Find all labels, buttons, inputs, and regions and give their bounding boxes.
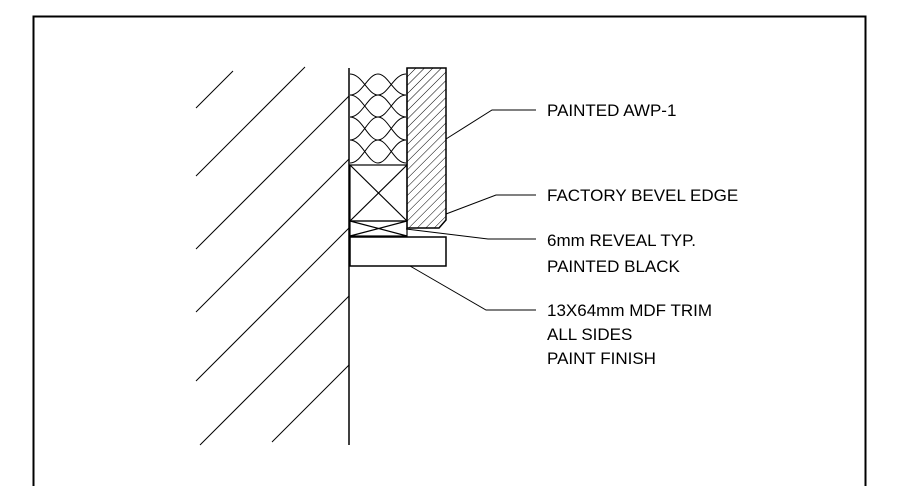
callout-painted-awp: PAINTED AWP-1 [547, 101, 676, 120]
callout-reveal-line-2: PAINTED BLACK [547, 257, 681, 276]
wall-section-hatch [195, 66, 350, 446]
leader-reveal [405, 228, 536, 240]
callout-bevel-edge: FACTORY BEVEL EDGE [547, 186, 738, 205]
callout-trim-line-2: ALL SIDES [547, 325, 632, 344]
callout-trim-line-3: PAINT FINISH [547, 349, 656, 368]
callout-trim-line-1: 13X64mm MDF TRIM [547, 301, 712, 320]
painted-panel [406, 67, 447, 229]
leader-painted-awp [445, 109, 536, 140]
timber-blocking [349, 164, 408, 237]
sheet-border [32, 15, 867, 486]
mdf-trim [349, 236, 447, 267]
leader-bevel-edge [445, 194, 536, 215]
insulation-batt [350, 68, 408, 165]
leader-trim [409, 265, 536, 311]
callout-reveal-line-1: 6mm REVEAL TYP. [547, 231, 696, 250]
leader-lines [405, 109, 536, 311]
